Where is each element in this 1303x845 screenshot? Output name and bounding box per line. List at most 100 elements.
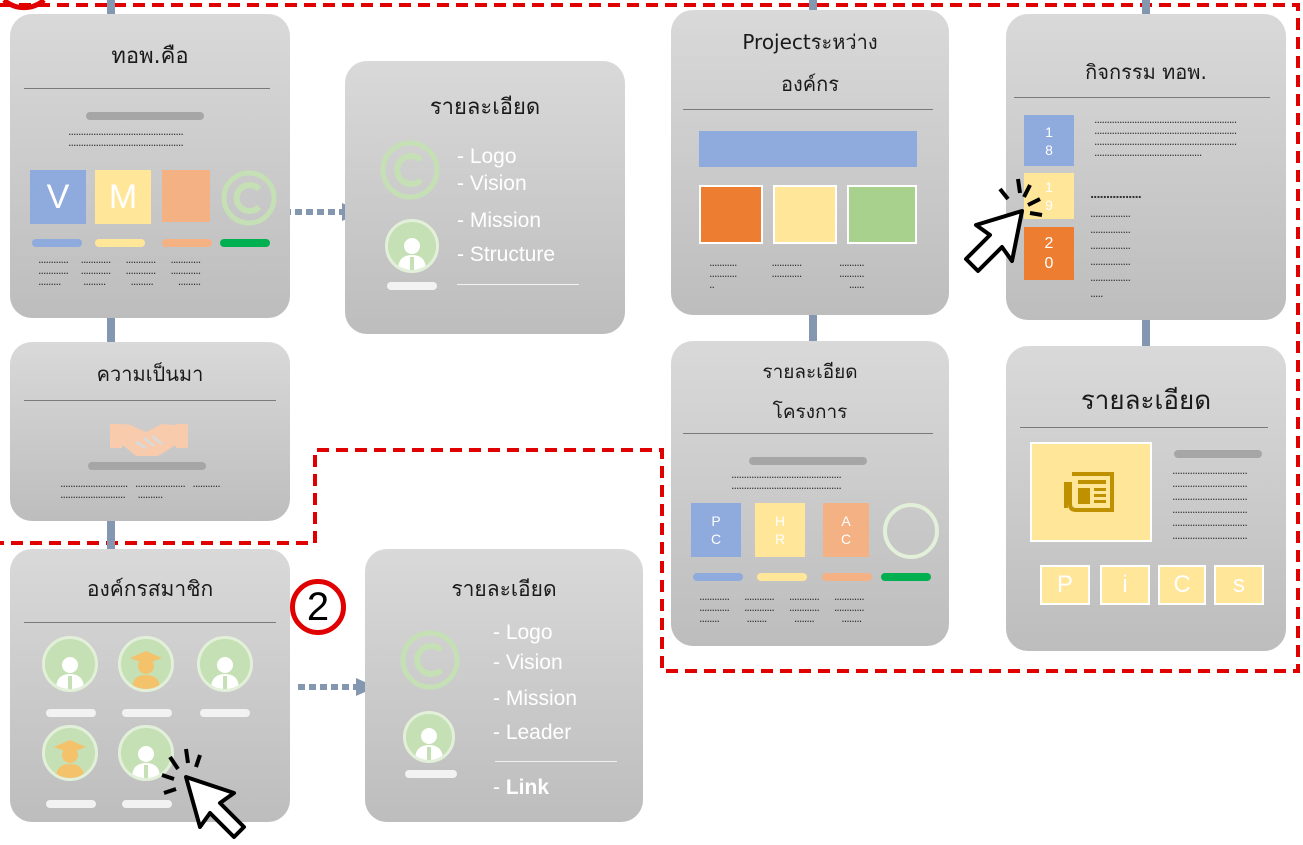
structure-box <box>162 170 210 222</box>
placeholder-text: ........................... ............… <box>60 477 221 501</box>
card-about[interactable]: ทอพ.คือ ................................… <box>10 14 290 318</box>
card-title: กิจกรรม ทอพ. <box>1085 60 1207 84</box>
card-title: Projectระหว่าง <box>742 30 878 54</box>
detail-item: - Logo <box>493 621 553 644</box>
detail-item: - Leader <box>493 721 572 744</box>
connector <box>809 315 817 341</box>
newspaper-icon <box>1064 472 1114 512</box>
placeholder-text: ........................................… <box>731 468 842 492</box>
detail-item: - Mission <box>493 687 578 710</box>
card-title: รายละเอียด <box>1080 386 1212 416</box>
placeholder-text: ........................................… <box>68 125 184 149</box>
card-subtitle: องค์กร <box>780 72 839 96</box>
placeholder-text: ............ ............ ............ .… <box>38 253 201 288</box>
bar-yellow <box>95 239 145 247</box>
card-projects[interactable]: Projectระหว่าง องค์กร ........... ......… <box>671 10 949 315</box>
step-marker: 2 <box>290 579 346 635</box>
copyright-icon <box>380 140 440 200</box>
placeholder-bar <box>405 770 457 778</box>
detail-item: - Logo <box>457 145 517 168</box>
divider <box>683 433 933 434</box>
person-icon[interactable] <box>42 636 98 692</box>
card-members[interactable]: องค์กรสมาชิก <box>10 549 290 822</box>
detail-item: - Vision <box>493 651 563 674</box>
card-title: รายละเอียด <box>762 361 858 383</box>
bar-blue <box>32 239 82 247</box>
step-marker-partial <box>2 0 46 11</box>
person-icon[interactable] <box>197 636 253 692</box>
detail-item[interactable]: - Link <box>493 776 549 799</box>
person-icon[interactable] <box>118 725 174 781</box>
pics-box: s <box>1214 565 1264 605</box>
copyright-icon <box>400 630 460 690</box>
card-detail-member[interactable]: รายละเอียด - Logo - Vision - Mission - L… <box>365 549 643 822</box>
project-banner <box>699 131 917 167</box>
card-title: รายละเอียด <box>451 577 557 601</box>
placeholder-bar <box>88 462 206 470</box>
cursor-click-icon <box>964 178 1043 273</box>
card-activity-detail[interactable]: รายละเอียด .............................… <box>1006 346 1286 651</box>
pics-box: i <box>1100 565 1150 605</box>
divider <box>683 109 933 110</box>
detail-item: - Mission <box>457 209 542 232</box>
bar-salmon <box>162 239 212 247</box>
divider <box>24 622 276 623</box>
placeholder-bar <box>86 112 204 120</box>
placeholder-text: ................ <box>1090 188 1142 201</box>
card-history[interactable]: ความเป็นมา ........................... .… <box>10 342 290 521</box>
detail-item: - Vision <box>457 172 527 195</box>
project-box-yellow <box>773 185 837 244</box>
graduate-icon[interactable] <box>42 725 98 781</box>
placeholder-text: ........................................… <box>1094 113 1237 159</box>
pics-box: C <box>1158 565 1206 605</box>
placeholder-text: ........... ............ .......... ....… <box>709 256 865 291</box>
link-label[interactable]: Link <box>505 776 549 799</box>
newspaper-tile <box>1030 442 1152 542</box>
divider <box>457 284 579 285</box>
copyright-icon <box>221 170 277 226</box>
placeholder-text: ............ ............ ............ .… <box>699 590 865 625</box>
connector <box>107 318 115 342</box>
placeholder-bar <box>122 709 172 717</box>
placeholder-text: .............................. .........… <box>1172 464 1248 542</box>
connector <box>1142 320 1150 346</box>
bar-blue <box>693 573 743 581</box>
divider <box>24 400 276 401</box>
placeholder-bar <box>46 709 96 717</box>
card-title: ทอพ.คือ <box>111 44 189 69</box>
connector <box>809 0 817 10</box>
project-box-green <box>847 185 917 244</box>
divider <box>495 761 617 762</box>
placeholder-bar <box>200 709 250 717</box>
bar-green <box>881 573 931 581</box>
card-project-detail[interactable]: รายละเอียด โครงการ .....................… <box>671 341 949 646</box>
divider <box>24 88 270 89</box>
graduate-icon[interactable] <box>118 636 174 692</box>
card-subtitle: โครงการ <box>772 401 848 423</box>
placeholder-bar <box>749 457 867 465</box>
detail-item: - Structure <box>457 243 556 266</box>
placeholder-bar <box>387 282 437 290</box>
connector <box>1142 0 1150 14</box>
cursor-click-icon <box>161 748 246 839</box>
divider <box>1014 97 1270 98</box>
connector <box>107 521 115 549</box>
bar-green <box>220 239 270 247</box>
card-detail-about[interactable]: รายละเอียด - Logo - Vision - Mission - S… <box>345 61 625 334</box>
mission-box: M <box>95 170 151 224</box>
bar-yellow <box>757 573 807 581</box>
person-icon <box>385 219 439 273</box>
bar-salmon <box>822 573 872 581</box>
vision-box: V <box>30 170 86 224</box>
divider <box>1020 427 1268 428</box>
card-title: องค์กรสมาชิก <box>86 577 214 601</box>
placeholder-bar <box>122 800 172 808</box>
